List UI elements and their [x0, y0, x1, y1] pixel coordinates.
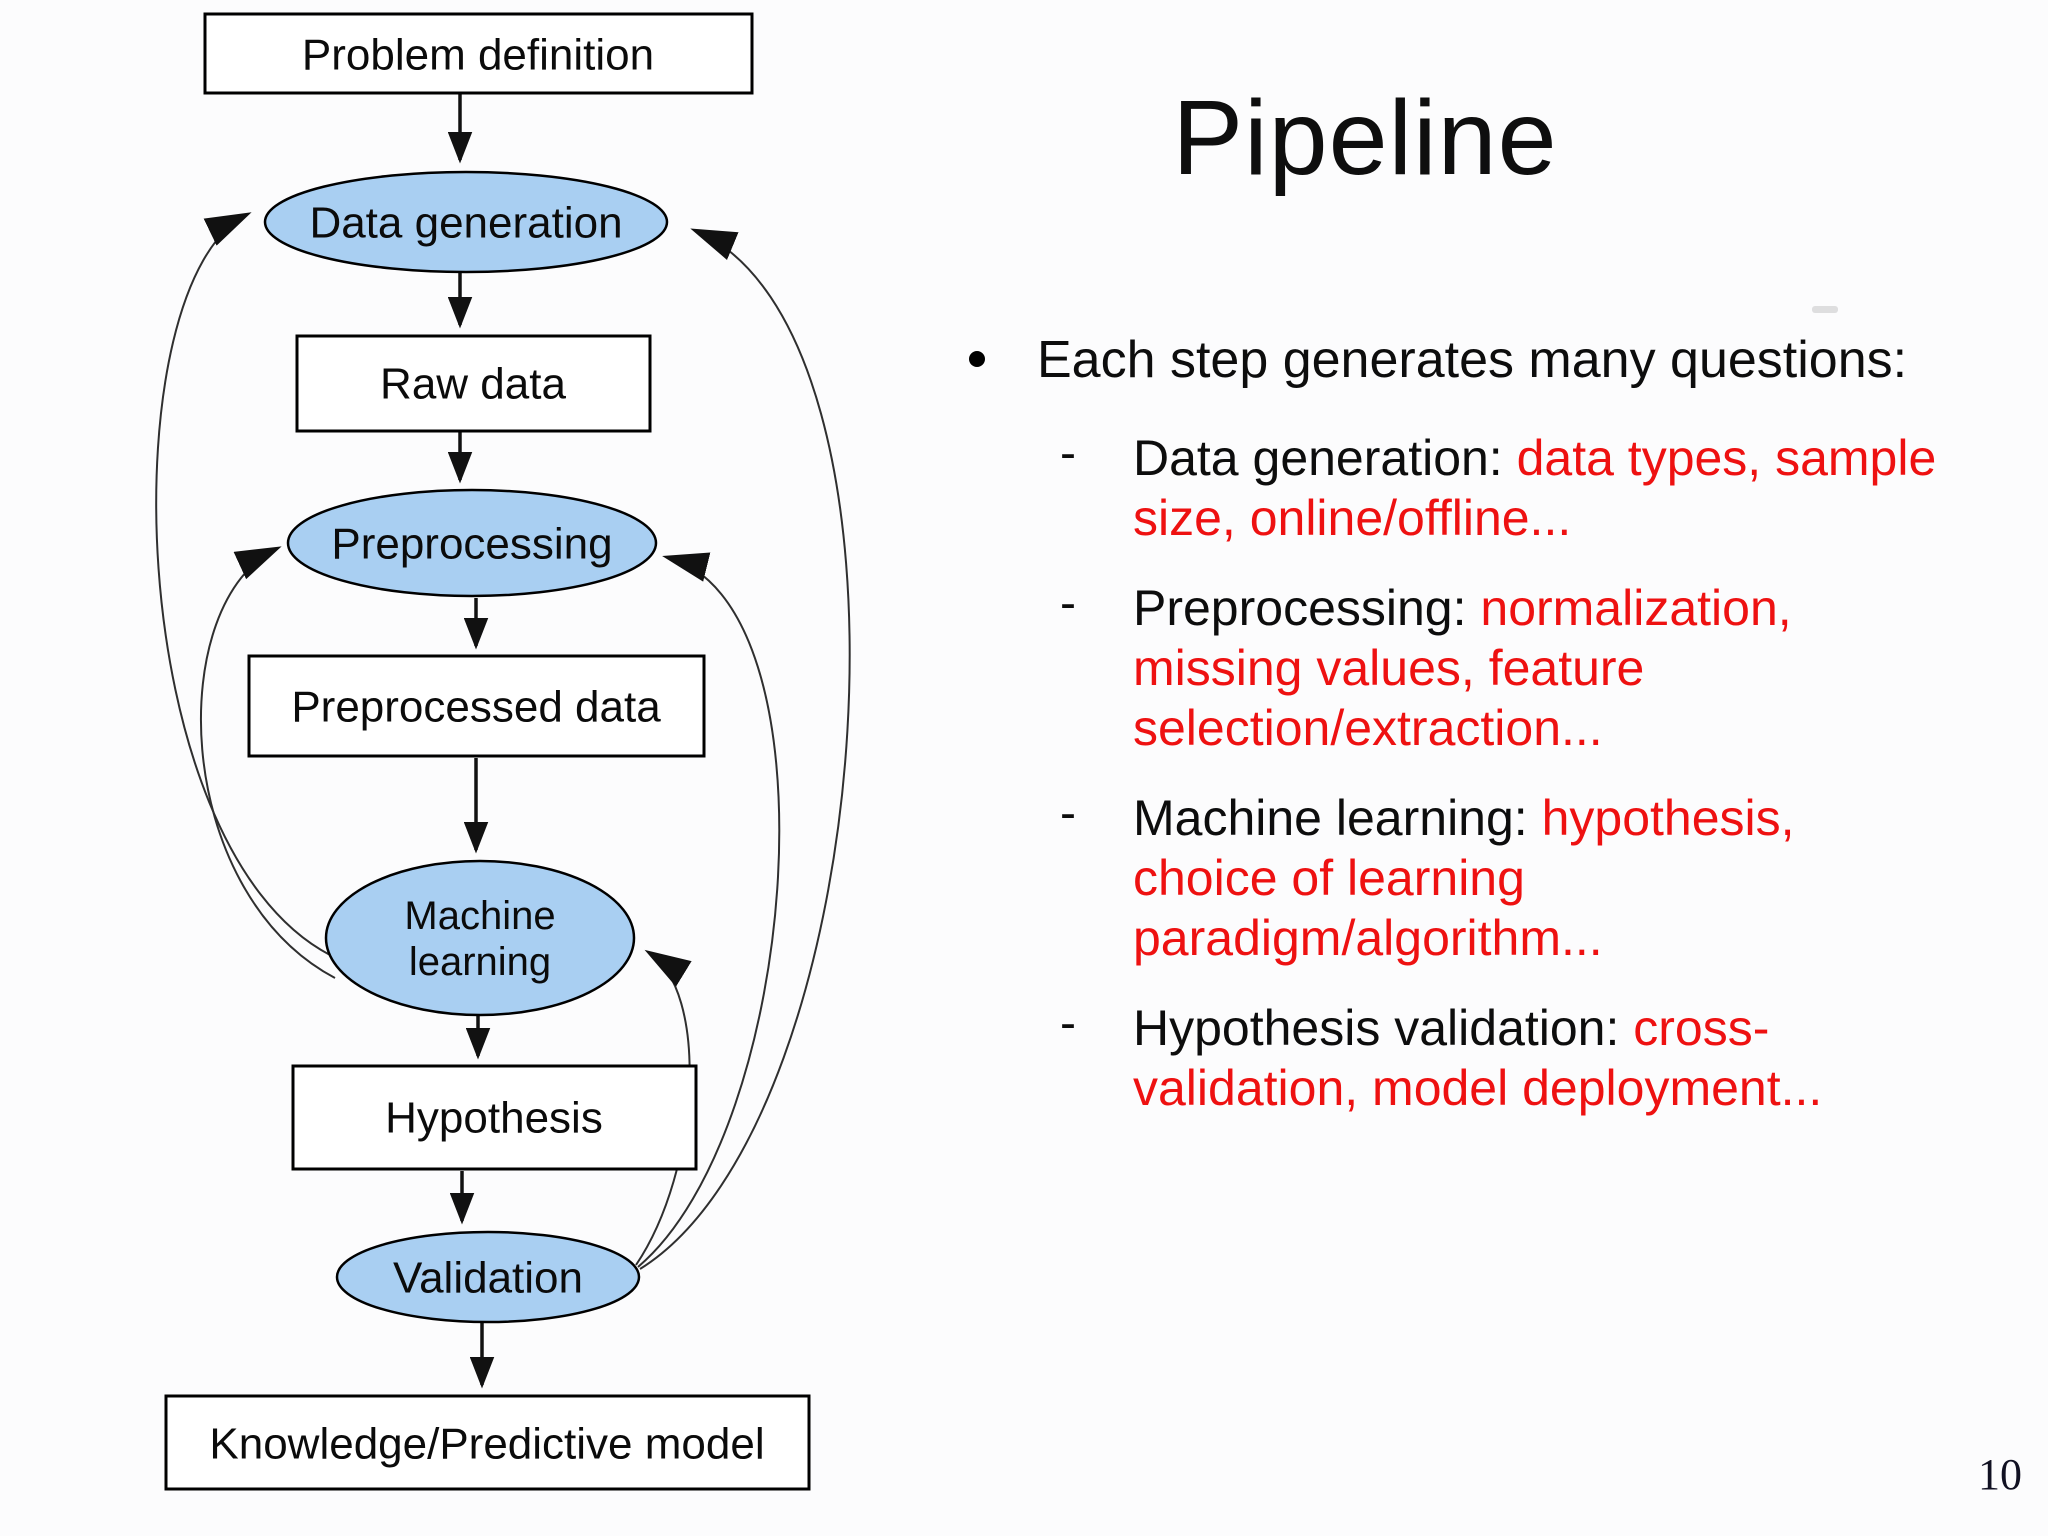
node-hypothesis-label: Hypothesis: [385, 1094, 603, 1143]
bullet-item-line: Preprocessing: normalization,: [1133, 578, 2035, 638]
bullet-item: - Preprocessing: normalization,missing va…: [950, 577, 2035, 758]
highlight-text: missing values, feature: [1133, 640, 1645, 696]
node-validation-label: Validation: [393, 1254, 583, 1303]
bullet-dot-icon: [969, 351, 985, 367]
highlight-text: cross-: [1633, 1000, 1770, 1056]
label-text: Machine learning:: [1133, 790, 1542, 846]
artifact-smudge: [1812, 306, 1838, 313]
label-text: Preprocessing:: [1133, 580, 1481, 636]
node-problem-definition-label: Problem definition: [302, 31, 654, 80]
node-preprocessing: Preprocessing: [286, 488, 658, 598]
node-data-generation-label: Data generation: [309, 199, 622, 248]
node-machine-learning: Machine learning: [324, 859, 636, 1017]
bullet-item-line: choice of learning: [1133, 848, 2035, 908]
node-preprocessed-data: Preprocessed data: [247, 654, 706, 758]
highlight-text: selection/extraction...: [1133, 700, 1603, 756]
node-machine-learning-label-line1: Machine: [404, 894, 555, 938]
node-machine-learning-label-line2: learning: [409, 940, 551, 984]
node-data-generation: Data generation: [263, 170, 669, 274]
highlight-text: validation, model deployment...: [1133, 1060, 1823, 1116]
node-problem-definition: Problem definition: [203, 12, 754, 95]
bullet-item-line: size, online/offline...: [1133, 488, 2035, 548]
bullet-list: Each step generates many questions: - Dat…: [950, 330, 2035, 1118]
bullet-item: -Machine learning: hypothesis,choice of …: [950, 787, 2035, 968]
highlight-text: normalization,: [1480, 580, 1792, 636]
label-text: Data generation:: [1133, 430, 1517, 486]
node-preprocessing-label: Preprocessing: [331, 520, 612, 569]
edge-ml-to-preprocessing: [199, 546, 336, 979]
bullet-item-line: Hypothesis validation: cross-: [1133, 998, 2035, 1058]
highlight-text: hypothesis,: [1541, 790, 1795, 846]
bullet-item-line: missing values, feature: [1133, 638, 2035, 698]
highlight-text: paradigm/algorithm...: [1133, 910, 1603, 966]
node-raw-data-label: Raw data: [380, 360, 566, 409]
node-validation: Validation: [335, 1230, 641, 1324]
bullet-item-line: validation, model deployment...: [1133, 1058, 2035, 1118]
bullet-item-line: paradigm/algorithm...: [1133, 908, 2035, 968]
node-knowledge-predictive-model-label: Knowledge/Predictive model: [209, 1420, 764, 1469]
edge-validation-to-preprocessing: [637, 552, 781, 1268]
bullet-heading: Each step generates many questions:: [950, 330, 2035, 390]
label-text: Hypothesis validation:: [1133, 1000, 1634, 1056]
page-number: 10: [1978, 1450, 2022, 1499]
bullet-item-line: Data generation: data types, sample: [1133, 428, 2035, 488]
node-raw-data: Raw data: [295, 334, 652, 433]
dash-marker: -: [1060, 997, 1076, 1050]
edge-validation-to-data-generation: [639, 228, 851, 1270]
dash-marker: -: [1060, 577, 1076, 630]
node-knowledge-predictive-model: Knowledge/Predictive model: [164, 1394, 811, 1491]
pipeline-flowchart: Problem definition Data generation Raw d…: [155, 12, 851, 1491]
page-title: Pipeline: [1172, 79, 1558, 197]
bullet-item: - Hypothesis validation: cross-validation…: [950, 997, 2035, 1118]
dash-marker: -: [1060, 787, 1076, 840]
highlight-text: size, online/offline...: [1133, 490, 1572, 546]
bullet-item-line: selection/extraction...: [1133, 698, 2035, 758]
bullet-item-line: Machine learning: hypothesis,: [1133, 788, 2035, 848]
node-preprocessed-data-label: Preprocessed data: [291, 683, 661, 732]
edge-ml-to-data-generation: [155, 212, 331, 956]
highlight-text: choice of learning: [1133, 850, 1525, 906]
highlight-text: data types, sample: [1516, 430, 1937, 486]
node-hypothesis: Hypothesis: [291, 1064, 698, 1171]
dash-marker: -: [1060, 427, 1076, 480]
bullet-heading-text: Each step generates many questions:: [1037, 331, 1908, 389]
